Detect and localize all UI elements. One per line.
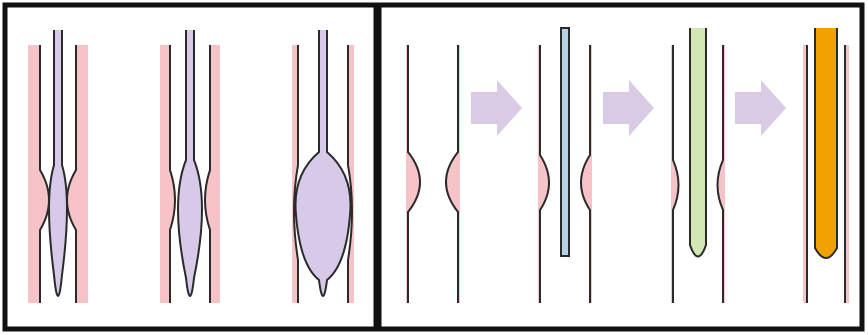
right-stage-4 — [803, 28, 849, 303]
dilator-rod-medium — [690, 28, 706, 257]
right-stage-2 — [538, 28, 592, 303]
right-stage-3 — [671, 28, 725, 303]
right-stage-1 — [406, 45, 460, 303]
left-stage-2 — [160, 30, 220, 303]
left-stage-1 — [28, 30, 88, 303]
dilator-rod-wide — [815, 28, 837, 258]
left-stage-3 — [292, 30, 354, 303]
dilator-rod-thin — [561, 28, 569, 256]
